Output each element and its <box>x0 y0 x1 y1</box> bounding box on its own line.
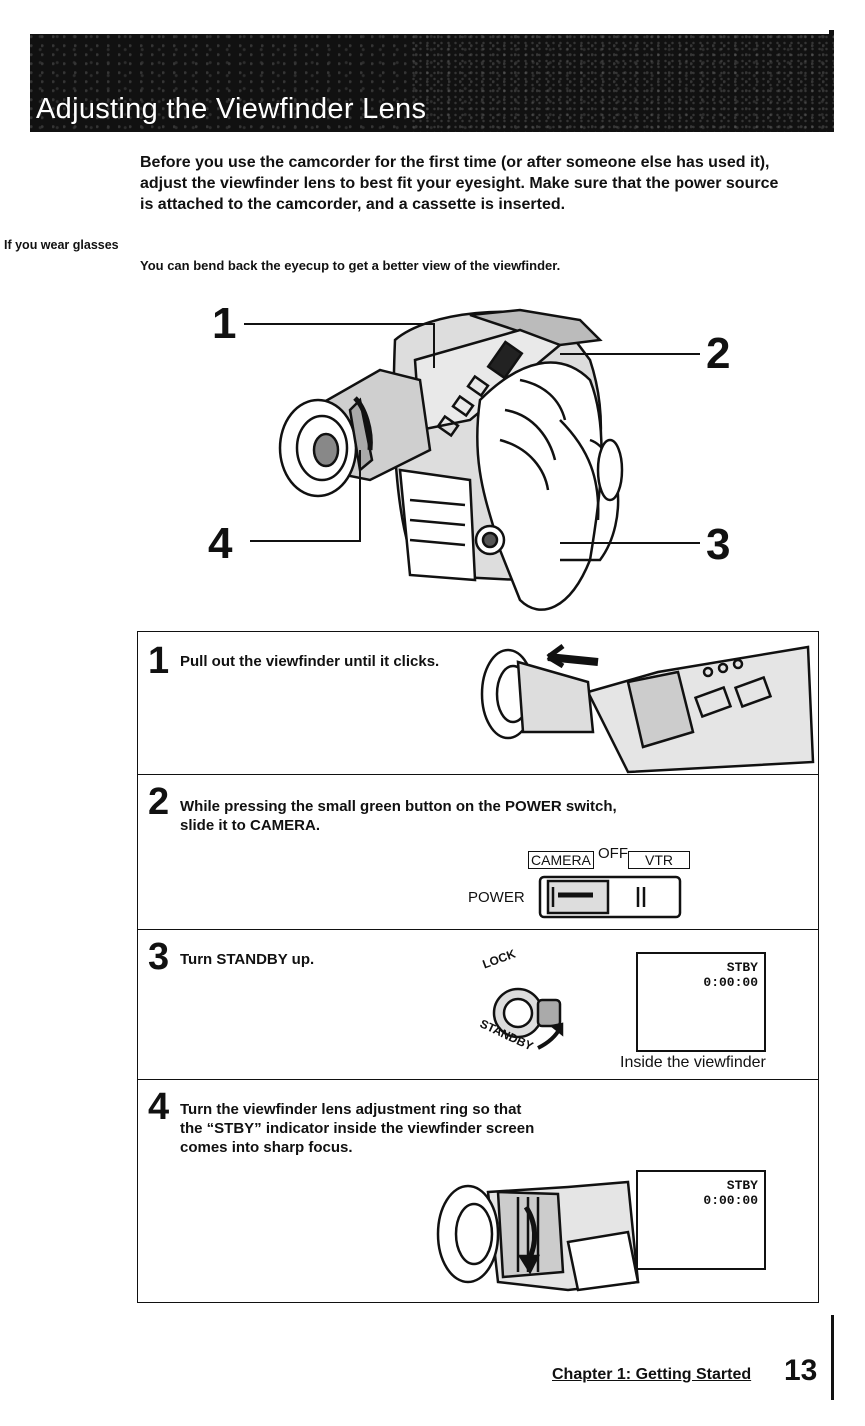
callout-line-1-drop <box>433 323 435 368</box>
intro-line: Before you use the camcorder for the fir… <box>140 154 770 171</box>
time-counter: 0:00:00 <box>703 975 758 990</box>
callout-line-4-rise <box>359 450 361 542</box>
standby-dial-diagram: LOCK STANDBY <box>468 947 588 1068</box>
callout-number-1: 1 <box>212 299 237 348</box>
time-counter: 0:00:00 <box>703 1193 758 1208</box>
viewfinder-screen-focus: STBY 0:00:00 <box>636 1170 766 1270</box>
intro-line: adjust the viewfinder lens to best fit y… <box>140 175 779 192</box>
power-switch-slider <box>538 875 682 919</box>
viewfinder-caption: Inside the viewfinder <box>620 1054 766 1071</box>
step-number: 1 <box>148 640 170 682</box>
power-label: POWER <box>468 889 525 906</box>
viewfinder-readout: STBY 0:00:00 <box>703 960 758 990</box>
page-edge-rule <box>831 1315 834 1400</box>
standby-dial <box>492 987 564 1050</box>
step-line: Pull out the viewfinder until it clicks. <box>180 653 440 670</box>
callout-number-3: 3 <box>706 520 731 569</box>
step-3: 3 Turn STANDBY up. LOCK STANDBY STBY 0:0… <box>138 930 818 1080</box>
step-2: 2 While pressing the small green button … <box>138 775 818 930</box>
step-number: 3 <box>148 936 170 978</box>
step-line: slide it to CAMERA. <box>180 817 321 834</box>
power-switch-diagram: CAMERA OFF VTR POWER <box>468 845 708 925</box>
banner-texture-right <box>410 34 834 132</box>
step-line: While pressing the small green button on… <box>180 798 617 815</box>
off-label: OFF <box>598 845 628 862</box>
callout-line-4 <box>250 540 360 542</box>
intro-paragraph: Before you use the camcorder for the fir… <box>140 152 820 215</box>
callout-number-4: 4 <box>208 519 233 568</box>
vtr-label: VTR <box>628 851 690 869</box>
title-banner: Adjusting the Viewfinder Lens <box>30 34 834 132</box>
step-text: Pull out the viewfinder until it clicks. <box>180 652 439 671</box>
callout-line-3 <box>560 542 700 544</box>
viewfinder-pull-illustration <box>480 643 815 774</box>
step-text: Turn STANDBY up. <box>180 950 314 969</box>
status-indicator: STBY <box>726 1178 758 1193</box>
step-1: 1 Pull out the viewfinder until it click… <box>138 632 818 775</box>
callout-line-1 <box>244 323 434 325</box>
status-indicator: STBY <box>726 960 758 975</box>
page-number: 13 <box>784 1354 818 1387</box>
chapter-footer: Chapter 1: Getting Started <box>552 1366 752 1383</box>
page-title: Adjusting the Viewfinder Lens <box>36 93 427 125</box>
banner-texture <box>30 34 834 132</box>
step-text: Turn the viewfinder lens adjustment ring… <box>180 1100 534 1157</box>
camera-label: CAMERA <box>528 851 594 869</box>
step-text: While pressing the small green button on… <box>180 797 617 835</box>
intro-line: is attached to the camcorder, and a cass… <box>140 196 566 213</box>
camcorder-illustration <box>278 308 624 611</box>
callout-number-2: 2 <box>706 329 731 378</box>
step-line: Turn the viewfinder lens adjustment ring… <box>180 1101 522 1118</box>
tip-text: You can bend back the eyecup to get a be… <box>140 258 561 273</box>
step-line: comes into sharp focus. <box>180 1139 353 1156</box>
viewfinder-screen: STBY 0:00:00 <box>636 952 766 1052</box>
steps-box: 1 Pull out the viewfinder until it click… <box>137 631 819 1303</box>
step-number: 4 <box>148 1086 170 1128</box>
tip-heading: If you wear glasses <box>4 238 119 252</box>
viewfinder-readout: STBY 0:00:00 <box>703 1178 758 1208</box>
callout-line-2 <box>560 353 700 355</box>
step-line: the “STBY” indicator inside the viewfind… <box>180 1120 535 1137</box>
step-line: Turn STANDBY up. <box>180 951 315 968</box>
step-number: 2 <box>148 781 170 823</box>
step-4: 4 Turn the viewfinder lens adjustment ri… <box>138 1080 818 1304</box>
lens-ring-illustration <box>436 1180 640 1292</box>
